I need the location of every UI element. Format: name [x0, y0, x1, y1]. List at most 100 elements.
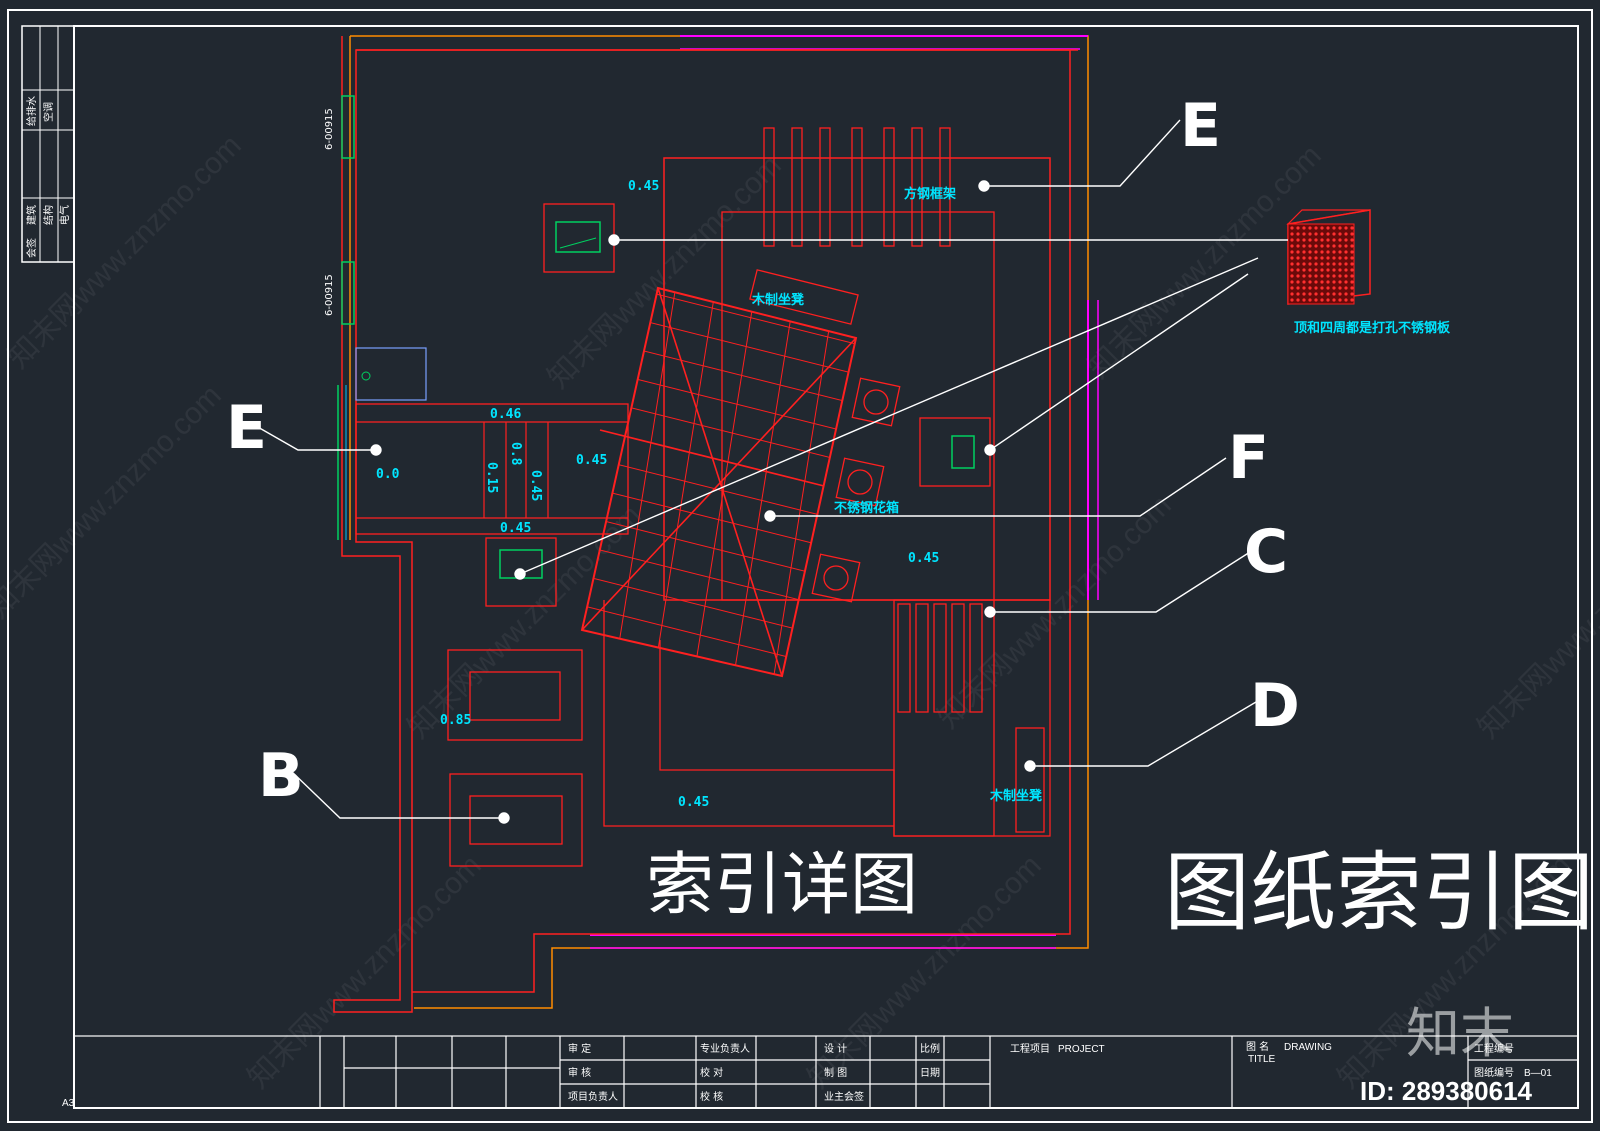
perforation-dot	[1338, 262, 1342, 266]
tb-r1-c3: 设 计	[824, 1042, 847, 1055]
tb-sheet-no-top: 工程编号	[1474, 1042, 1514, 1055]
perforation-dot	[1344, 274, 1348, 278]
watermark-logo: 知末	[1406, 1002, 1514, 1065]
tb-project-cn: 工程项目	[1010, 1043, 1050, 1055]
dim-10: 0.85	[440, 713, 471, 728]
tb-r3-c3: 业主会签	[824, 1090, 864, 1103]
dim-6: 0.45	[528, 470, 543, 501]
perforation-dot	[1290, 280, 1294, 284]
perforation-dot	[1290, 238, 1294, 242]
tb-title-en: TITLE	[1248, 1054, 1276, 1065]
perforation-dot	[1296, 268, 1300, 272]
perforation-dot	[1350, 268, 1354, 272]
callout-e-left: E	[226, 393, 267, 463]
perforation-dot	[1338, 274, 1342, 278]
perforation-dot	[1338, 292, 1342, 296]
perforation-dot	[1296, 262, 1300, 266]
perforation-dot	[1314, 262, 1318, 266]
note-perforated-panel: 顶和四周都是打孔不锈钢板	[1294, 320, 1451, 336]
note-wood-seat-bottom: 木制坐凳	[989, 788, 1043, 804]
tb-drawing-en: DRAWING	[1284, 1042, 1332, 1053]
perforation-dot	[1290, 232, 1294, 236]
perforation-dot	[1308, 250, 1312, 254]
perforation-dot	[1308, 226, 1312, 230]
perforation-dot	[1332, 274, 1336, 278]
perforation-dot	[1296, 280, 1300, 284]
perforation-dot	[1296, 244, 1300, 248]
perforation-dot	[1290, 226, 1294, 230]
perforation-dot	[1302, 256, 1306, 260]
perforation-dot	[1320, 274, 1324, 278]
perforation-dot	[1314, 298, 1318, 302]
perforation-dot	[1344, 238, 1348, 242]
perforation-dot	[1350, 262, 1354, 266]
perforation-dot	[1308, 268, 1312, 272]
perforation-dot	[1320, 298, 1324, 302]
perforation-dot	[1338, 226, 1342, 230]
perforation-dot	[1314, 256, 1318, 260]
perforation-dot	[1320, 256, 1324, 260]
perforation-dot	[1326, 280, 1330, 284]
perforation-dot	[1344, 292, 1348, 296]
note-stainless-flower-box: 不锈钢花箱	[834, 500, 899, 516]
perforation-dot	[1332, 250, 1336, 254]
perforation-dot	[1314, 280, 1318, 284]
perforation-dot	[1332, 244, 1336, 248]
side-dim-2: 6-00915	[324, 274, 335, 316]
perforation-dot	[1314, 274, 1318, 278]
note-wood-seat-top: 木制坐凳	[751, 292, 805, 308]
side-sign-label: 会签	[25, 238, 38, 258]
perforation-dot	[1344, 256, 1348, 260]
perforation-dot	[1344, 232, 1348, 236]
perforation-dot	[1302, 268, 1306, 272]
perforation-dot	[1350, 280, 1354, 284]
perforation-dot	[1350, 274, 1354, 278]
perforation-dot	[1326, 226, 1330, 230]
perforation-dot	[1314, 238, 1318, 242]
side-label-4: 结构	[42, 205, 55, 225]
perforation-dot	[1296, 274, 1300, 278]
perforation-dot	[1296, 226, 1300, 230]
dim-9: 0.45	[908, 551, 939, 566]
perforation-dot	[1338, 286, 1342, 290]
title-main: 图纸索引图	[1164, 843, 1594, 943]
dim-8: 0.45	[500, 521, 531, 536]
perforation-dot	[1332, 298, 1336, 302]
perforation-dot	[1344, 298, 1348, 302]
perforation-dot	[1338, 238, 1342, 242]
tb-r1-c4: 比例	[920, 1042, 940, 1055]
perforation-dot	[1326, 238, 1330, 242]
perforation-dot	[1338, 280, 1342, 284]
perforation-dot	[1302, 226, 1306, 230]
perforation-dot	[1326, 286, 1330, 290]
perforation-dot	[1296, 256, 1300, 260]
tb-r1-c2: 专业负责人	[700, 1042, 750, 1055]
perforation-dot	[1302, 238, 1306, 242]
perforation-dot	[1320, 244, 1324, 248]
perforation-dot	[1302, 298, 1306, 302]
perforation-dot	[1344, 280, 1348, 284]
callout-c: C	[1244, 517, 1288, 587]
flower-box-hatched	[580, 286, 858, 678]
perforation-dot	[1344, 244, 1348, 248]
perforation-dot	[1350, 250, 1354, 254]
callout-e-top: E	[1180, 91, 1221, 161]
perforation-dot	[1290, 262, 1294, 266]
watermark-id: ID: 289380614	[1360, 1076, 1533, 1106]
perforation-dot	[1350, 298, 1354, 302]
perforation-dot	[1320, 280, 1324, 284]
tb-r2-c1: 审 核	[568, 1066, 591, 1079]
perforation-dot	[1338, 256, 1342, 260]
title-detail: 索引详图	[646, 846, 918, 925]
perforation-dot	[1314, 232, 1318, 236]
perforation-dot	[1350, 292, 1354, 296]
perforation-dot	[1332, 280, 1336, 284]
perforation-dot	[1344, 262, 1348, 266]
tb-r2-c2: 校 对	[700, 1066, 723, 1079]
perforation-dot	[1296, 298, 1300, 302]
perforated-panel-detail: 顶和四周都是打孔不锈钢板	[1286, 209, 1451, 336]
perforation-dot	[1326, 268, 1330, 272]
perforation-dot	[1308, 262, 1312, 266]
dim-5: 0.8	[508, 442, 523, 466]
tb-size: A3	[62, 1098, 75, 1109]
